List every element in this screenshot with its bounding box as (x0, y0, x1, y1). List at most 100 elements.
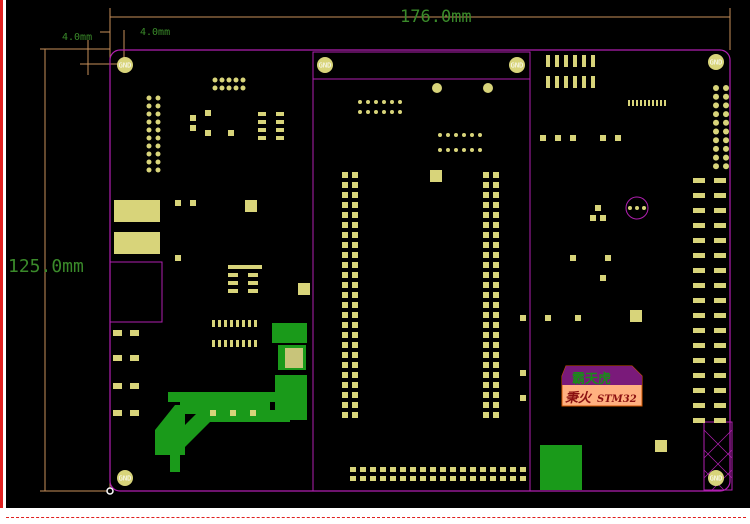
via-pad (366, 100, 370, 104)
smd-pad (591, 76, 595, 88)
smd-pad (276, 136, 284, 140)
smd-pad (693, 283, 705, 288)
header-pin (440, 467, 446, 472)
header-pin (420, 467, 426, 472)
header-pin (493, 402, 499, 408)
smd-pad (714, 298, 726, 303)
pcb-canvas[interactable]: 176.0mm 125.0mm 4.0mm 4.0mm (6, 0, 750, 508)
header-pin (493, 382, 499, 388)
header-pin (342, 352, 348, 358)
header-pin (483, 252, 489, 258)
header-pin (350, 467, 356, 472)
connector-pad (114, 200, 160, 222)
via-pad (454, 148, 458, 152)
smd-pad (590, 215, 596, 221)
header-pin (155, 135, 161, 141)
smd-pad (632, 100, 634, 106)
smd-pad (520, 370, 526, 376)
smd-pad (228, 281, 238, 285)
smd-pad (252, 265, 262, 269)
smd-pad (714, 388, 726, 393)
via-pad (390, 110, 394, 114)
header-pin (342, 302, 348, 308)
smd-pad (714, 403, 726, 408)
header-pin (483, 342, 489, 348)
header-pin (380, 476, 386, 481)
header-pin (155, 127, 161, 133)
header-pin (723, 111, 729, 118)
smd-pad (555, 55, 559, 67)
smd-pad (714, 358, 726, 363)
header-pin (350, 476, 356, 481)
header-pin (713, 137, 719, 144)
header-pin (483, 172, 489, 178)
smd-pad (640, 100, 642, 106)
header-pin (723, 102, 729, 109)
smd-pad (224, 340, 227, 347)
header-pin (352, 232, 358, 238)
via-pad (358, 100, 362, 104)
header-pin (146, 103, 152, 109)
smd-pad (248, 320, 251, 327)
smd-pad (693, 268, 705, 273)
gnd-label: GND (319, 62, 332, 70)
header-pin (493, 392, 499, 398)
header-pin (493, 232, 499, 238)
header-pin (483, 352, 489, 358)
header-pin (342, 392, 348, 398)
header-pin (342, 262, 348, 268)
header-pin (155, 111, 161, 117)
smd-pad (600, 215, 606, 221)
smd-pad (693, 418, 705, 423)
smd-pad (254, 340, 257, 347)
smd-pad (258, 128, 266, 132)
smd-pad (236, 340, 239, 347)
header-pin (493, 192, 499, 198)
smd-pad (693, 238, 705, 243)
usb-pad (113, 330, 122, 336)
header-pin (483, 272, 489, 278)
header-pin (352, 282, 358, 288)
gnd-label: GND (119, 62, 132, 70)
header-pin (155, 143, 161, 149)
header-pin (713, 119, 719, 126)
via-pad (470, 133, 474, 137)
connector-pad (114, 232, 160, 254)
header-pin (360, 467, 366, 472)
via-pad (438, 133, 442, 137)
header-pin (342, 242, 348, 248)
offset-y-dimension-label: 4.0mm (140, 27, 170, 38)
header-pin (146, 143, 152, 149)
smd-pad (693, 388, 705, 393)
smd-pad (210, 410, 216, 416)
usb-pad (130, 330, 139, 336)
header-pin (342, 332, 348, 338)
smd-pad (258, 136, 266, 140)
smd-pad (656, 100, 658, 106)
via-pad (240, 85, 246, 91)
smd-pad (605, 255, 611, 261)
header-pin (493, 202, 499, 208)
via-pad (374, 110, 378, 114)
smd-pad (582, 55, 586, 67)
smd-pad (644, 100, 646, 106)
via-pad (240, 77, 246, 83)
header-pin (493, 242, 499, 248)
header-pin (490, 476, 496, 481)
smd-pad (615, 135, 621, 141)
smd-pad (546, 55, 550, 67)
header-pin (493, 372, 499, 378)
logo-model-text: STM32 (597, 394, 637, 405)
header-pin (493, 212, 499, 218)
header-pin (723, 119, 729, 126)
smd-pad (714, 313, 726, 318)
via-pad (233, 77, 239, 83)
smd-pad (218, 340, 221, 347)
smd-pad (714, 208, 726, 213)
header-pin (713, 154, 719, 161)
gnd-label: GND (119, 475, 132, 483)
smd-pad (242, 340, 245, 347)
header-pin (146, 95, 152, 101)
